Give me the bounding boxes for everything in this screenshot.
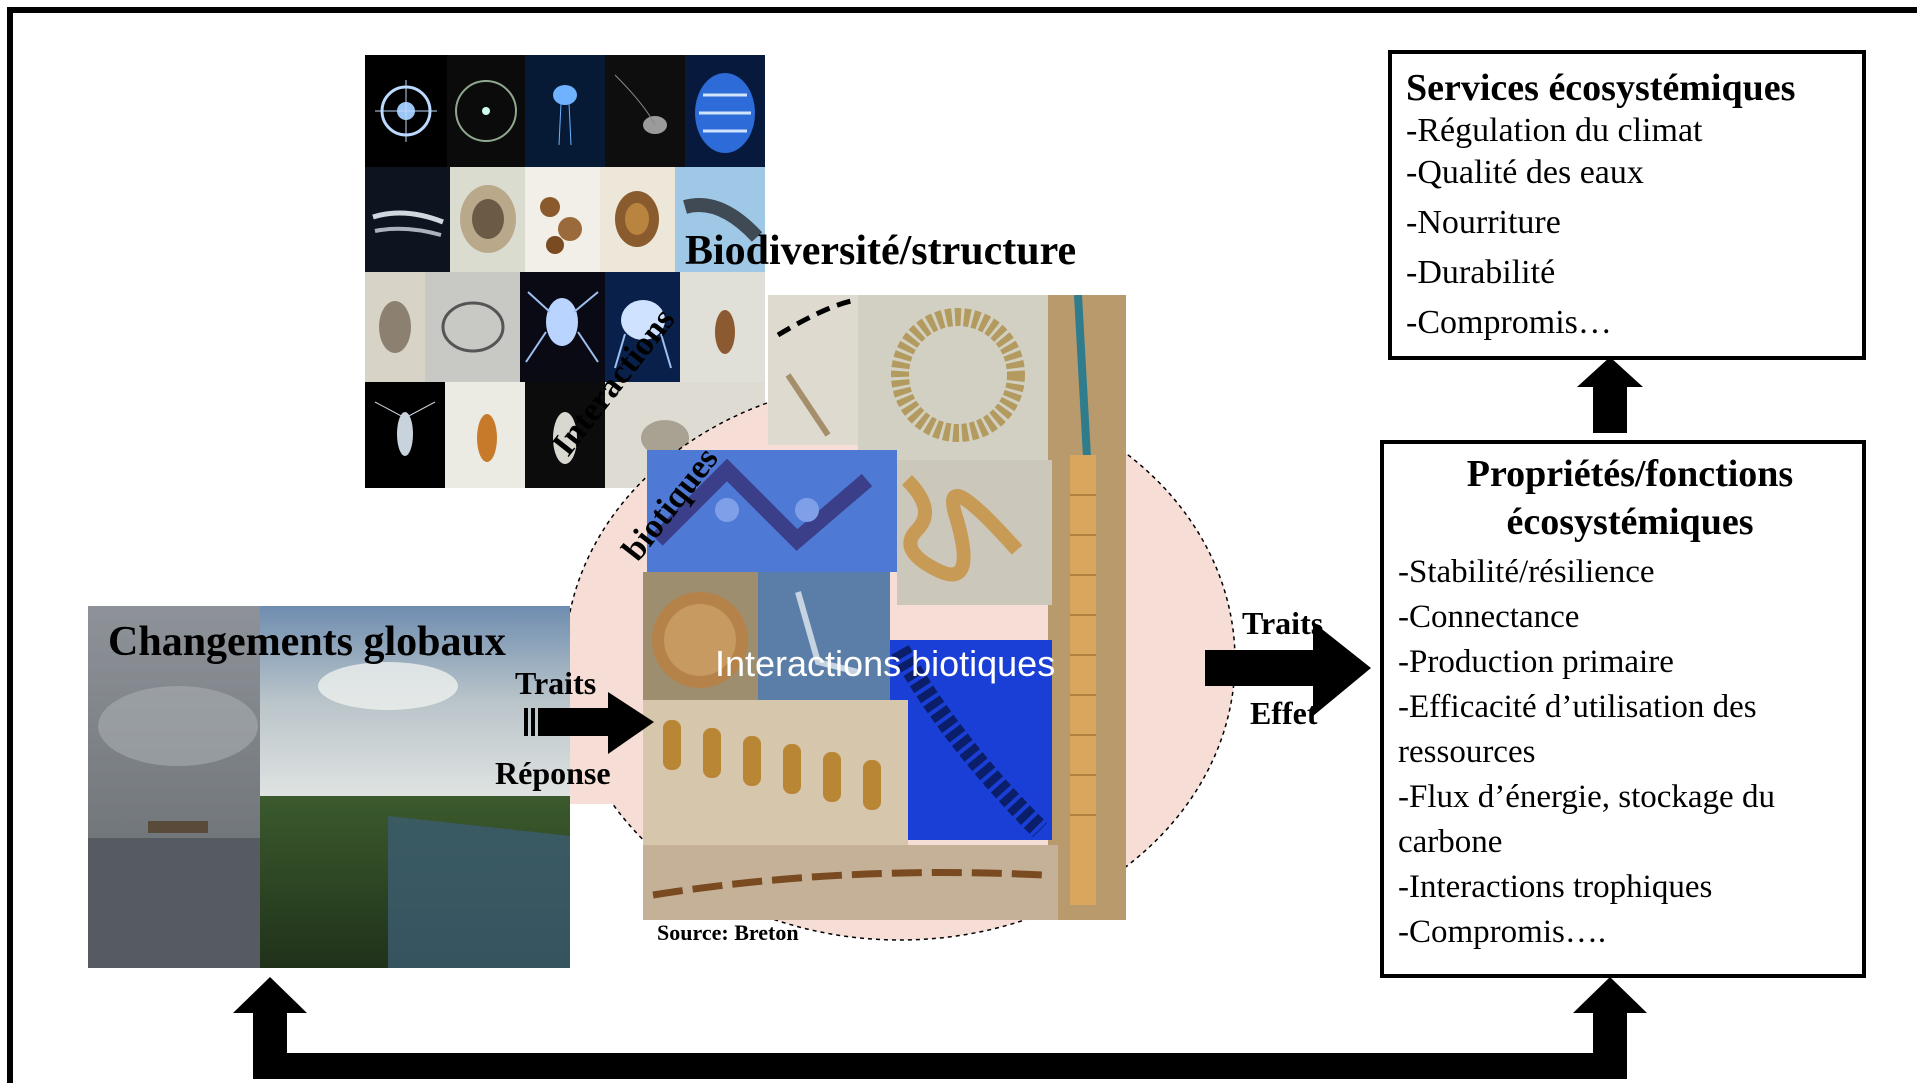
diatom-photo-long-chain xyxy=(1048,295,1126,920)
property-item: -Stabilité/résilience xyxy=(1398,554,1655,590)
service-item: -Durabilité xyxy=(1406,254,1556,291)
property-item: -Interactions trophiques xyxy=(1398,869,1713,905)
plankton-photo-10 xyxy=(675,167,765,272)
response-label: Réponse xyxy=(495,755,611,791)
plankton-photo-15 xyxy=(680,272,765,382)
plankton-photo-12 xyxy=(425,272,520,382)
plankton-photo-8 xyxy=(525,167,600,272)
property-item: -Flux d’énergie, stockage du xyxy=(1398,779,1775,815)
diatom-photo-bottom-chain xyxy=(643,845,1058,920)
up-arrow-properties-to-services xyxy=(1577,357,1643,433)
diatom-photo-pennate xyxy=(643,700,908,845)
diagram-frame xyxy=(7,7,1917,1083)
diatom-photo-ring xyxy=(858,295,1058,460)
plankton-photo-4 xyxy=(605,55,685,167)
plankton-photo-2 xyxy=(447,55,525,167)
interactions-center-label: Interactions biotiques xyxy=(715,643,1056,684)
plankton-photo-1 xyxy=(365,55,447,167)
plankton-photo-9 xyxy=(600,167,675,272)
effect-traits-label: Traits xyxy=(1242,605,1324,641)
diatom-photo-bluegray xyxy=(758,572,890,702)
landscape-photo xyxy=(88,606,570,968)
plankton-photo-3 xyxy=(525,55,605,167)
property-item: -Production primaire xyxy=(1398,644,1674,680)
service-item: -Compromis… xyxy=(1406,304,1612,341)
diatom-photo-dashed xyxy=(768,295,858,445)
property-item: -Efficacité d’utilisation des xyxy=(1398,689,1757,725)
plankton-photo-16 xyxy=(365,382,445,488)
diatom-photo-spiral xyxy=(897,460,1052,605)
diatom-photo-blue-twisted xyxy=(647,450,897,572)
service-item: -Nourriture xyxy=(1406,204,1561,241)
effect-label: Effet xyxy=(1250,695,1318,731)
ecosystem-services-box: Services écosystémiques -Régulation du c… xyxy=(1388,50,1866,360)
property-item: -Compromis…. xyxy=(1398,914,1607,950)
plankton-photo-5 xyxy=(685,55,765,167)
global-changes-title: Changements globaux xyxy=(108,619,506,665)
biodiversity-title: Biodiversité/structure xyxy=(685,228,1077,274)
response-arrow xyxy=(524,692,654,754)
plankton-photo-18 xyxy=(525,382,605,488)
plankton-photo-17 xyxy=(445,382,525,488)
service-item: -Qualité des eaux xyxy=(1406,154,1644,191)
property-item: ressources xyxy=(1398,734,1536,770)
ecosystem-services-title: Services écosystémiques xyxy=(1406,67,1796,109)
plankton-photo-11 xyxy=(365,272,425,382)
effect-arrow xyxy=(1205,622,1371,716)
diatom-photo-round xyxy=(643,572,758,707)
plankton-photo-13 xyxy=(520,272,605,382)
source-credit: Source: Breton xyxy=(657,920,799,945)
feedback-loop-arrow xyxy=(233,977,1647,1079)
ecosystem-properties-box: Propriétés/fonctions écosystémiques -Sta… xyxy=(1380,440,1866,978)
property-item: carbone xyxy=(1398,824,1503,860)
diatom-photo-bright-blue-chain xyxy=(890,640,1052,840)
plankton-photo-14 xyxy=(605,272,680,382)
ecosystem-properties-title-1: Propriétés/fonctions xyxy=(1466,453,1794,495)
service-item: -Régulation du climat xyxy=(1406,112,1703,149)
plankton-photo-7 xyxy=(450,167,525,272)
zooplankton-mosaic xyxy=(365,55,765,488)
property-item: -Connectance xyxy=(1398,599,1580,635)
response-traits-label: Traits xyxy=(515,665,597,701)
ecosystem-properties-title-2: écosystémiques xyxy=(1506,501,1754,543)
plankton-photo-6 xyxy=(365,167,450,272)
